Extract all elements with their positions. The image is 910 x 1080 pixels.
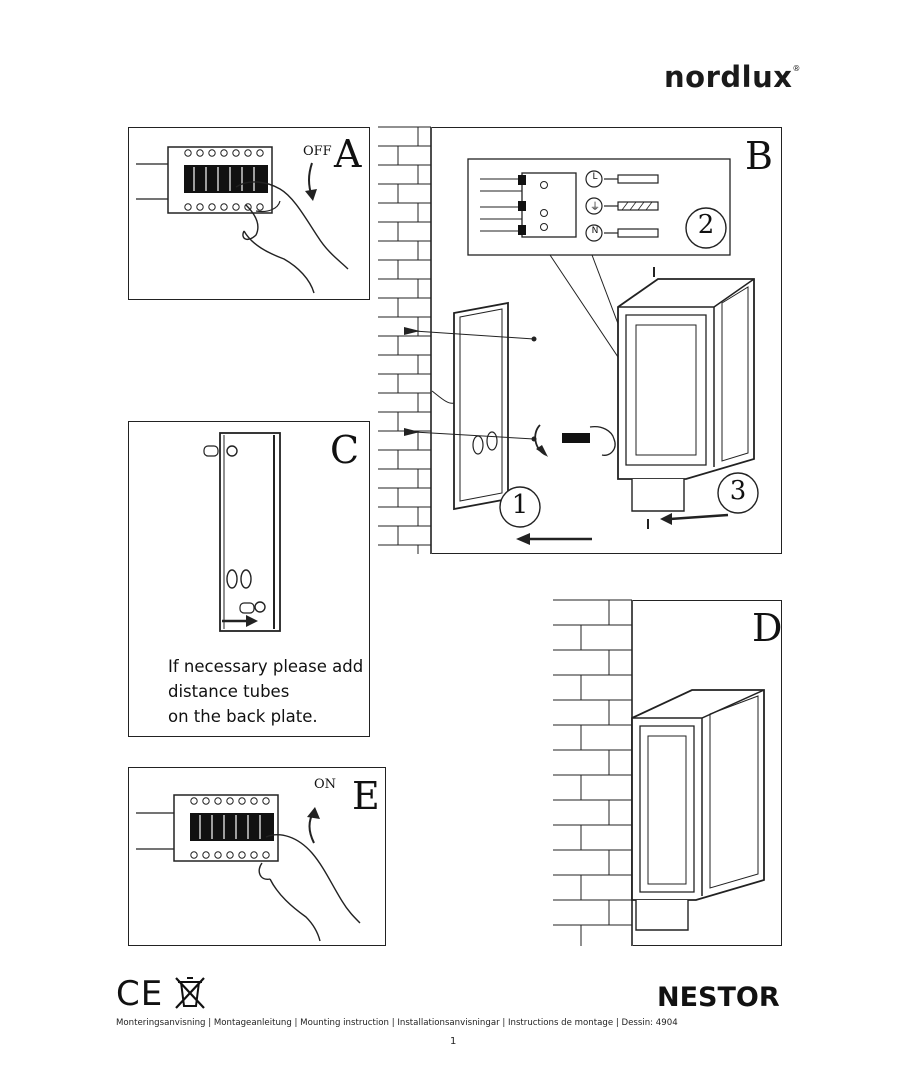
panel-c-letter: C: [330, 428, 360, 472]
step-2-number: 2: [697, 210, 715, 240]
panel-e-breaker-illustration: [136, 794, 361, 942]
ce-mark: CE: [116, 974, 164, 1014]
terminal-n: N: [591, 226, 599, 236]
panel-a-letter: A: [334, 132, 362, 176]
panel-b-brick-wall: [378, 126, 432, 554]
panel-b-installation-illustration: [404, 158, 759, 545]
step-1-number: 1: [511, 490, 529, 520]
panel-d-brick-wall: [553, 599, 633, 946]
panel-c-note: If necessary please add distance tubes o…: [168, 654, 363, 729]
page-number: 1: [450, 1036, 457, 1047]
crossed-bin-icon: [175, 977, 205, 1009]
footer-languages: Monteringsanvisning | Montageanleitung |…: [116, 1018, 678, 1028]
panel-c-note-line-1: If necessary please add: [168, 657, 364, 676]
registered-mark: ®: [792, 64, 801, 73]
step-3-number: 3: [729, 476, 747, 506]
panel-c-note-line-3: on the back plate.: [168, 707, 318, 726]
terminal-earth: ⏚: [590, 202, 600, 213]
panel-c-note-line-2: distance tubes: [168, 682, 290, 701]
panel-c-backplate-illustration: [203, 432, 281, 632]
brand-logo: nordlux®: [664, 60, 801, 94]
product-name: NESTOR: [657, 982, 780, 1013]
panel-d-mounted-lamp: [631, 689, 765, 931]
panel-e-switch-state: ON: [314, 777, 337, 792]
panel-e-letter: E: [352, 774, 380, 818]
panel-a-breaker-illustration: [136, 146, 349, 294]
brand-name: nordlux: [664, 60, 793, 94]
terminal-l: L: [592, 172, 598, 182]
panel-d-letter: D: [752, 606, 783, 650]
panel-a-switch-state: OFF: [303, 144, 332, 159]
panel-b-letter: B: [745, 134, 773, 178]
